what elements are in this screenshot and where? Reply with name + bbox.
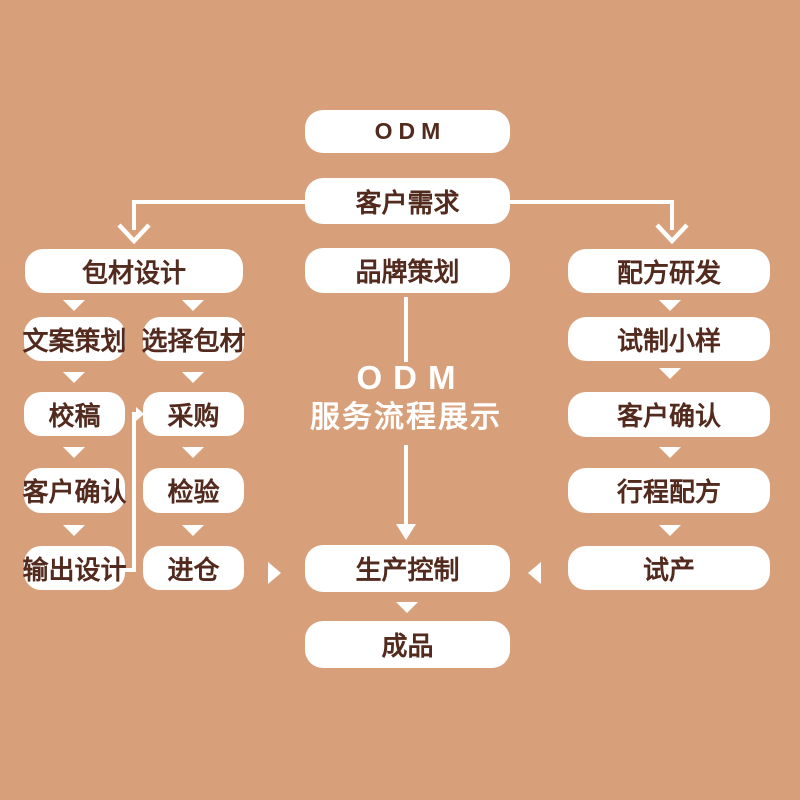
arrow-down-icon [659,368,681,379]
arrow-left-icon [528,562,541,584]
arrow-open-down-icon [655,223,689,245]
connector-customer-needs-to-formula-rd [510,200,674,230]
node-customer-confirm-formula: 客户确认 [568,392,770,437]
arrow-down-icon [659,525,681,536]
node-customer-needs: 客户需求 [305,178,510,224]
node-output-design: 输出设计 [22,546,127,590]
node-inspection: 检验 [143,468,244,513]
node-production-control-label: 生产控制 [355,555,460,585]
node-customer-confirm-formula-label: 客户确认 [616,401,721,431]
arrow-down-icon [63,300,85,311]
node-select-packaging-label: 选择包材 [141,325,246,356]
node-packaging-design: 包材设计 [25,249,243,293]
node-warehousing: 进仓 [143,546,244,590]
node-formula-rd: 配方研发 [568,249,770,293]
arrow-down-icon [659,447,681,458]
node-proofreading-label: 校稿 [48,400,101,431]
node-customer-confirm-pkg: 客户确认 [22,468,127,513]
node-finished-product-label: 成品 [381,631,434,661]
node-procurement: 采购 [143,392,244,436]
arrow-down-icon [396,602,418,613]
node-brand-planning-label: 品牌策划 [355,257,460,287]
node-trial-sample: 试制小样 [568,317,770,361]
node-procurement-label: 采购 [167,400,220,431]
arrow-down-icon [63,372,85,383]
node-trial-production-label: 试产 [642,554,695,585]
node-brand-planning: 品牌策划 [305,248,510,293]
node-copywriting: 文案策划 [22,317,127,361]
node-output-design-label: 输出设计 [22,554,127,585]
node-odm: ODM [305,110,510,153]
arrow-down-icon [182,300,204,311]
node-customer-confirm-pkg-label: 客户确认 [22,477,127,507]
connector-customer-needs-to-packaging-design [132,200,305,230]
node-inspection-label: 检验 [167,477,220,507]
node-copywriting-label: 文案策划 [22,325,127,356]
arrow-down-icon [659,300,681,311]
node-proofreading: 校稿 [24,392,125,436]
arrow-right-icon [136,407,144,421]
diagram-title: ODM 服务流程展示 [256,359,556,435]
arrow-down-icon [396,524,416,540]
arrow-right-icon [268,562,281,584]
node-select-packaging: 选择包材 [141,317,246,361]
arrow-down-icon [182,447,204,458]
connector-output-design-to-procurement [124,412,136,572]
arrow-down-icon [182,372,204,383]
arrow-open-down-icon [117,223,151,245]
node-warehousing-label: 进仓 [167,554,220,585]
node-finished-product: 成品 [305,621,510,668]
node-formula-rd-label: 配方研发 [616,257,721,288]
node-packaging-design-label: 包材设计 [81,257,186,288]
arrow-down-icon [63,447,85,458]
arrow-down-icon [182,525,204,536]
node-form-formula-label: 行程配方 [616,477,721,507]
node-production-control: 生产控制 [305,545,510,592]
diagram-title-line2: 服务流程展示 [310,401,502,435]
diagram-title-line1: ODM [356,359,467,396]
node-odm-label: ODM [374,118,447,144]
node-trial-sample-label: 试制小样 [616,325,721,356]
arrow-down-icon [63,525,85,536]
node-customer-needs-label: 客户需求 [355,187,460,218]
node-form-formula: 行程配方 [568,468,770,513]
node-trial-production: 试产 [568,546,770,590]
